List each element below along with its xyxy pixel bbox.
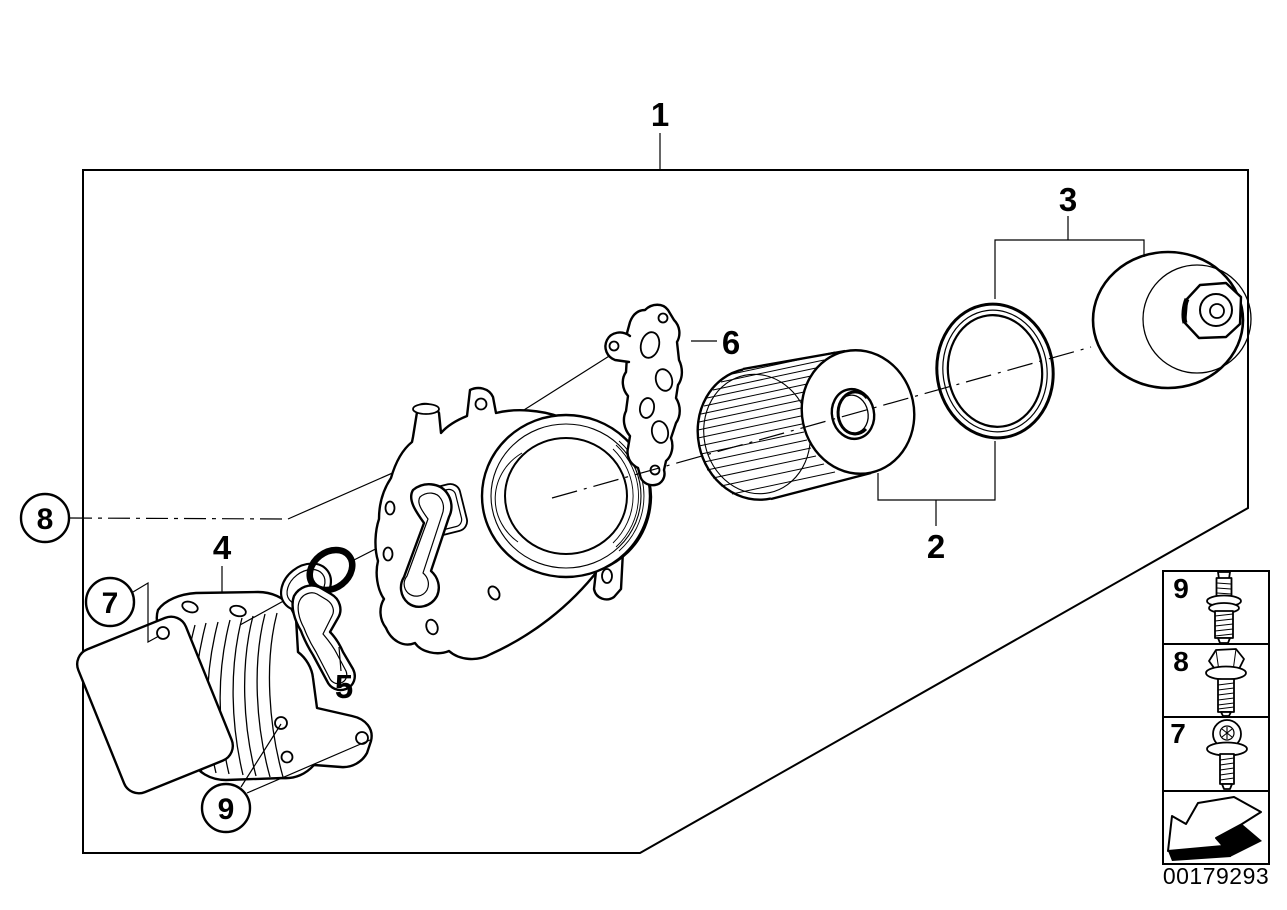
torx-screw-icon xyxy=(1206,719,1248,790)
cooler-gaskets xyxy=(239,510,451,692)
legend-ref-8[interactable]: 8 xyxy=(1173,646,1189,677)
cooler-body-face xyxy=(76,615,234,795)
image-number: 00179293 xyxy=(1163,863,1269,889)
direction-arrow-icon xyxy=(1167,796,1262,861)
callout-2-label[interactable]: 2 xyxy=(927,528,945,565)
callout-5[interactable]: 5 xyxy=(335,646,353,705)
legend-row-7[interactable]: 7 xyxy=(1170,718,1248,790)
legend-ref-7[interactable]: 7 xyxy=(1170,718,1186,749)
oil-filter-housing xyxy=(374,386,653,661)
oil-cooler xyxy=(76,590,373,795)
stud-bolt-icon xyxy=(1206,571,1242,644)
callout-4[interactable]: 4 xyxy=(213,529,232,592)
callout-8[interactable]: 8 xyxy=(19,492,71,544)
callout-9[interactable]: 9 xyxy=(200,723,371,834)
housing-gasket xyxy=(604,303,684,487)
oil-filter-element xyxy=(696,349,916,501)
legend-ref-9[interactable]: 9 xyxy=(1173,573,1189,604)
callout-9-label[interactable]: 9 xyxy=(218,793,235,826)
callout-3-label[interactable]: 3 xyxy=(1059,181,1077,218)
callout-7-label[interactable]: 7 xyxy=(102,587,119,620)
fastener-legend: 9 8 7 xyxy=(1162,570,1270,865)
filler-neck xyxy=(412,403,440,415)
hex-flange-bolt-icon xyxy=(1205,648,1247,717)
callout-2[interactable]: 2 xyxy=(877,441,996,565)
housing-channel-ring xyxy=(399,483,453,608)
callout-1[interactable]: 1 xyxy=(651,96,669,169)
assembly-centerline xyxy=(551,346,1092,499)
filter-pleats xyxy=(697,351,836,495)
filter-cap xyxy=(1091,250,1252,390)
callout-6[interactable]: 6 xyxy=(691,324,740,361)
callout-3[interactable]: 3 xyxy=(994,181,1145,299)
legend-row-8[interactable]: 8 xyxy=(1173,646,1247,717)
profile-gasket-long xyxy=(291,584,356,692)
diagram-border xyxy=(82,169,1249,854)
housing-filter-bore xyxy=(480,413,653,579)
legend-row-9[interactable]: 9 xyxy=(1173,571,1242,644)
callout-8-label[interactable]: 8 xyxy=(37,503,54,536)
cap-hex-nut xyxy=(1181,281,1243,340)
callout-4-label[interactable]: 4 xyxy=(213,529,232,566)
callout-5-label[interactable]: 5 xyxy=(335,668,353,705)
profile-gasket-thick xyxy=(306,546,356,594)
callout-1-label[interactable]: 1 xyxy=(651,96,669,133)
callout-7[interactable]: 7 xyxy=(84,576,160,644)
o-ring xyxy=(935,302,1055,440)
callout-6-label[interactable]: 6 xyxy=(722,324,740,361)
